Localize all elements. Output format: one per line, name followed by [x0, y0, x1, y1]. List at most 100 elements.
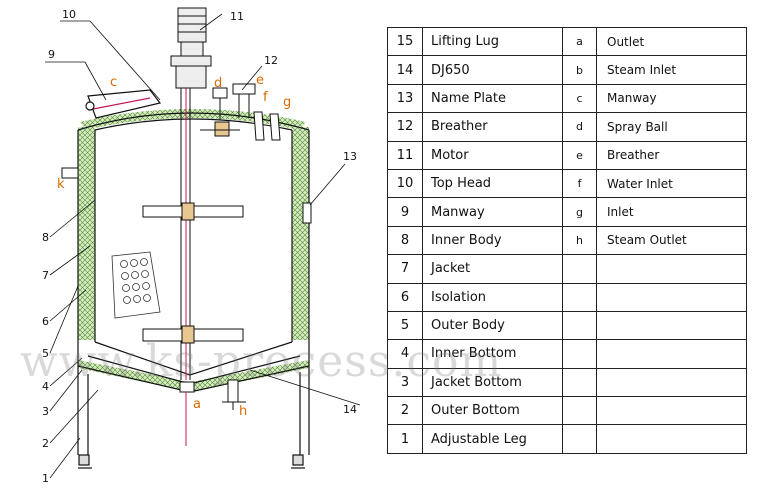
callout-8: 8	[42, 231, 49, 244]
part-name: Inner Body	[422, 225, 563, 256]
port-letter-a: a	[193, 397, 201, 412]
port-description: Breather	[596, 140, 747, 170]
part-name: Top Head	[422, 168, 563, 199]
port-description: Water Inlet	[596, 168, 747, 199]
callout-1: 1	[42, 472, 49, 485]
port-description	[596, 367, 747, 398]
port-description: Steam Inlet	[596, 55, 747, 85]
callout-14: 14	[343, 403, 357, 416]
bottom-fittings	[179, 379, 246, 446]
part-number: 8	[387, 225, 423, 256]
port-letter-h: h	[239, 404, 247, 419]
part-name: Breather	[422, 112, 563, 142]
port-letter: d	[562, 112, 597, 142]
part-number: 2	[387, 396, 423, 426]
port-letter: f	[562, 168, 597, 199]
part-name: Outer Body	[422, 310, 563, 341]
port-letter: e	[562, 140, 597, 170]
port-letter	[562, 424, 597, 454]
callout-5: 5	[42, 347, 49, 360]
port-description	[596, 310, 747, 341]
part-name: Isolation	[422, 282, 563, 312]
port-description: Outlet	[596, 26, 747, 57]
part-number: 14	[387, 55, 423, 85]
motor	[170, 7, 212, 89]
callout-3: 3	[42, 405, 49, 418]
port-description: Inlet	[596, 197, 747, 227]
part-number: 15	[387, 26, 423, 57]
port-letter-k: k	[57, 177, 65, 192]
port-letter	[562, 396, 597, 426]
part-number: 7	[387, 254, 423, 284]
port-letter: b	[562, 55, 597, 85]
part-name: DJ650	[422, 55, 563, 85]
part-number: 11	[387, 140, 423, 170]
port-description	[596, 339, 747, 369]
part-number: 3	[387, 367, 423, 398]
port-letter-c: c	[110, 75, 117, 90]
part-number: 5	[387, 310, 423, 341]
isolation-layer	[78, 109, 309, 392]
dimple-grid	[111, 251, 161, 319]
part-name: Name Plate	[422, 83, 563, 114]
callout-6: 6	[42, 315, 49, 328]
callout-9: 9	[48, 48, 55, 61]
part-number: 1	[387, 424, 423, 454]
callout-7: 7	[42, 269, 49, 282]
tank-drawing: 1 2 3 4 5 6 7 8 9 10 11 12 13 14 a c d e…	[42, 7, 361, 485]
part-name: Inner Bottom	[422, 339, 563, 369]
agitator	[142, 60, 244, 380]
tank-body	[77, 112, 310, 393]
callout-4: 4	[42, 380, 49, 393]
port-letter-e: e	[256, 73, 264, 88]
port-letter: a	[562, 26, 597, 57]
port-letter	[562, 339, 597, 369]
port-description: Spray Ball	[596, 112, 747, 142]
top-nozzles	[200, 83, 281, 141]
port-letter: c	[562, 83, 597, 114]
port-letter	[562, 254, 597, 284]
callout-numbers: 1 2 3 4 5 6 7 8 9 10 11 12 13 14	[42, 8, 357, 485]
part-number: 9	[387, 197, 423, 227]
port-letter	[562, 310, 597, 341]
port-letter: h	[562, 225, 597, 256]
part-number: 13	[387, 83, 423, 114]
port-letter-f: f	[263, 90, 268, 105]
port-description	[596, 424, 747, 454]
part-name: Jacket	[422, 254, 563, 284]
port-letter	[562, 282, 597, 312]
port-description: Manway	[596, 83, 747, 114]
part-number: 6	[387, 282, 423, 312]
part-name: Motor	[422, 140, 563, 170]
port-letter	[562, 367, 597, 398]
manway	[85, 89, 162, 119]
callout-11: 11	[230, 10, 244, 23]
part-name: Outer Bottom	[422, 396, 563, 426]
side-fittings	[61, 167, 312, 224]
port-letter: g	[562, 197, 597, 227]
part-name: Lifting Lug	[422, 26, 563, 57]
part-number: 10	[387, 168, 423, 199]
leader-lines	[45, 13, 361, 479]
port-description: Steam Outlet	[596, 225, 747, 256]
part-number: 4	[387, 339, 423, 369]
part-name: Adjustable Leg	[422, 424, 563, 454]
part-name: Manway	[422, 197, 563, 227]
callout-12: 12	[264, 54, 278, 67]
callout-13: 13	[343, 150, 357, 163]
port-letter-d: d	[214, 76, 222, 91]
